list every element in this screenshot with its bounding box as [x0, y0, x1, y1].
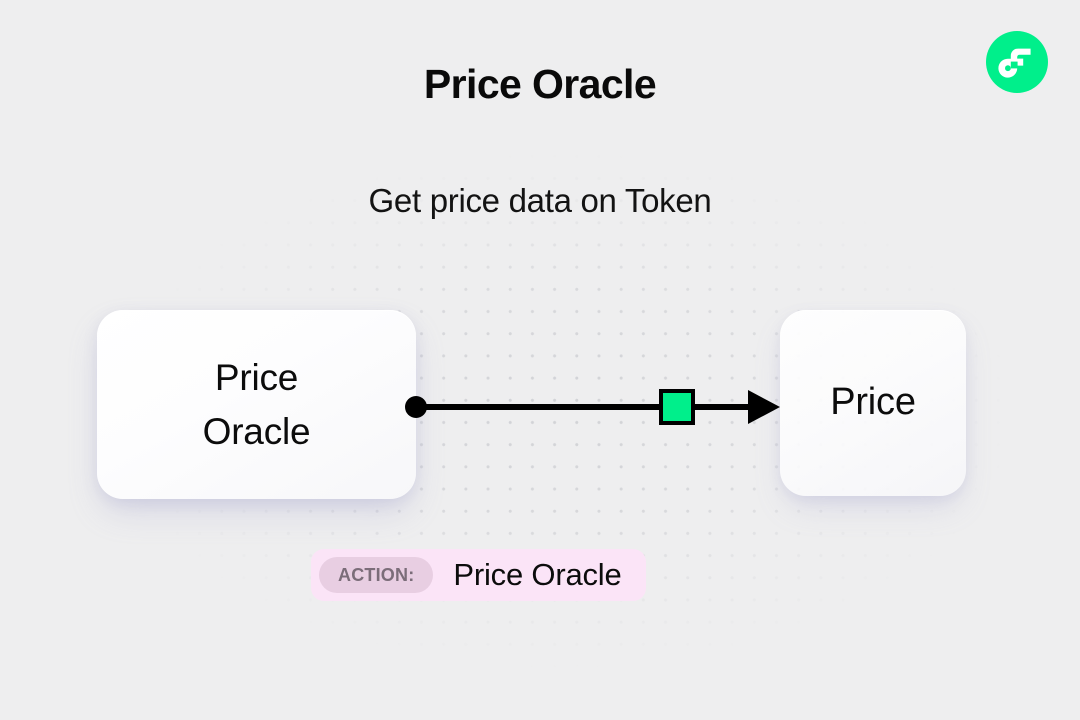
node-price-oracle[interactable]: Price Oracle [97, 310, 416, 499]
node-price[interactable]: Price [780, 310, 966, 496]
page-subtitle: Get price data on Token [368, 182, 712, 219]
action-badge-value: Price Oracle [453, 557, 622, 592]
action-badge[interactable]: ACTION: Price Oracle [311, 549, 646, 601]
node-price-label: Price [830, 381, 916, 424]
edge-arrowhead [748, 390, 780, 424]
page-title: Price Oracle [423, 61, 657, 107]
action-badge-key: ACTION: [319, 557, 434, 593]
node-price-oracle-label: Price Oracle [202, 356, 311, 452]
flow-logo-icon [986, 31, 1048, 93]
edge-marker-square[interactable] [659, 389, 695, 425]
